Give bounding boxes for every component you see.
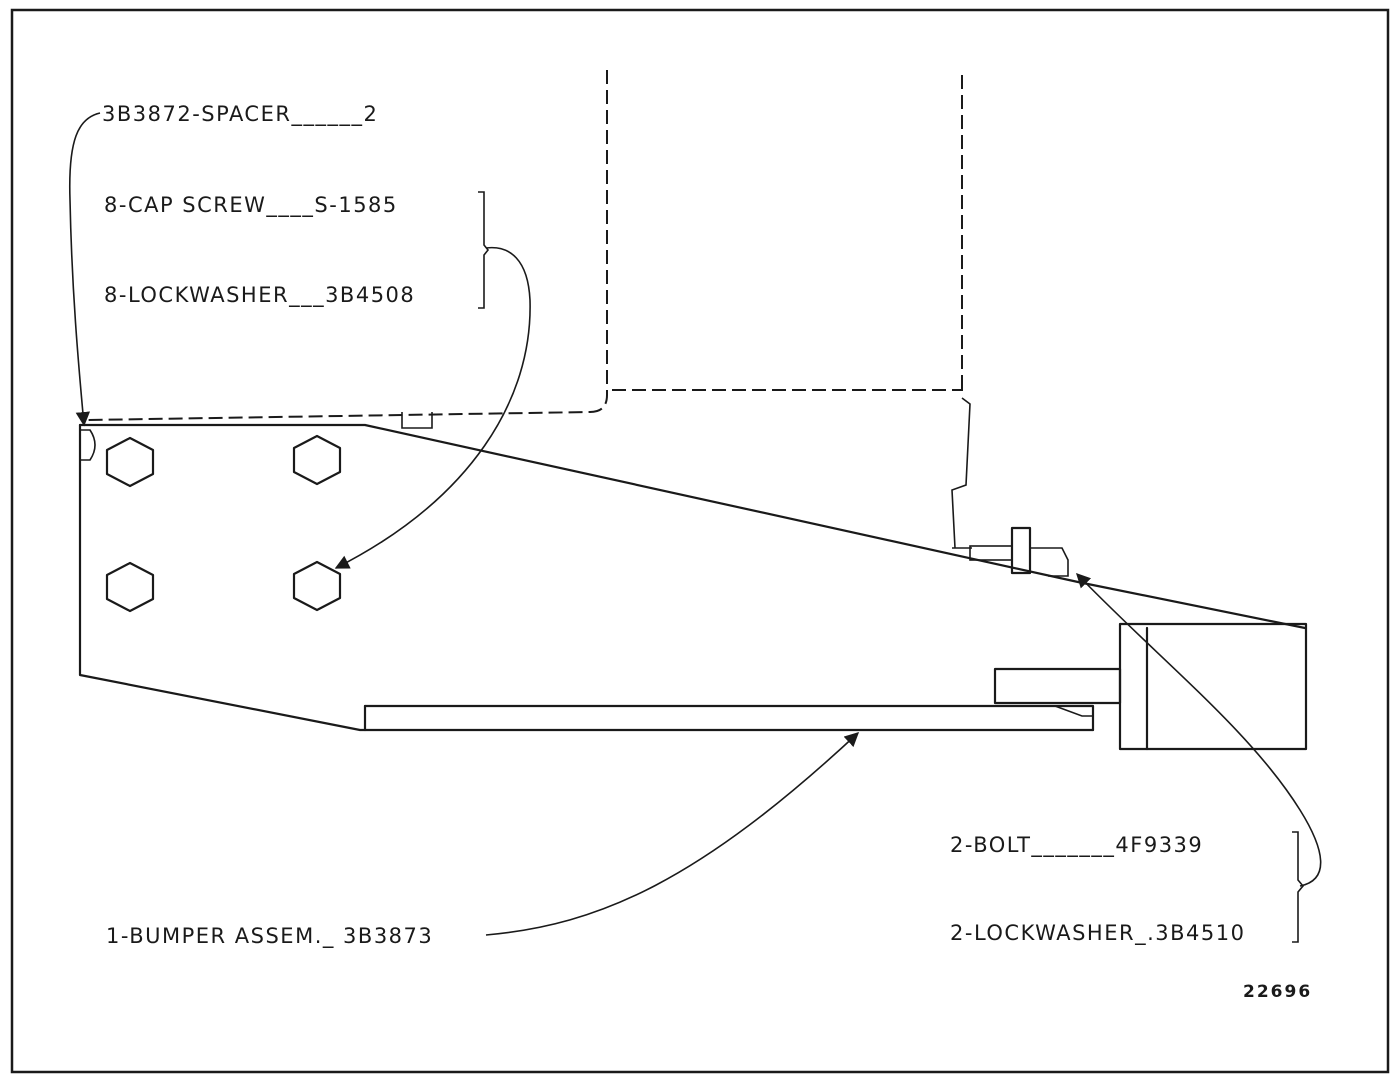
figure-number: 22696	[1243, 982, 1312, 1002]
spacer-leader	[68, 112, 101, 427]
hex-head-3	[105, 561, 155, 613]
hex-head-2	[292, 434, 342, 486]
outer-border	[10, 8, 1390, 1074]
lockwasher-2-callout: 2-LOCKWASHER_.3B4510	[950, 921, 1245, 946]
hex-head-4	[292, 560, 342, 612]
spacer-callout: 3B3872-SPACER______2	[102, 102, 378, 127]
bumper-plate	[78, 412, 1307, 732]
cap-screw-leader	[334, 246, 531, 569]
bumper-callout: 1-BUMPER ASSEM._ 3B3873	[106, 924, 433, 949]
leader-lines	[68, 112, 1322, 936]
bolt-leader	[1075, 572, 1322, 887]
rubber-bumper-block	[993, 622, 1308, 751]
bumper-leader	[485, 732, 860, 936]
braces	[478, 191, 1305, 943]
phantom-frame-outline	[87, 70, 971, 549]
bolt-assembly	[952, 526, 1069, 577]
hex-head-1	[105, 436, 155, 488]
cap-screw-callout: 8-CAP SCREW____S-1585	[104, 193, 398, 218]
lockwasher-8-callout: 8-LOCKWASHER___3B4508	[104, 283, 415, 308]
bolt-callout: 2-BOLT_______4F9339	[950, 833, 1203, 858]
cap-screw-heads	[105, 434, 342, 613]
